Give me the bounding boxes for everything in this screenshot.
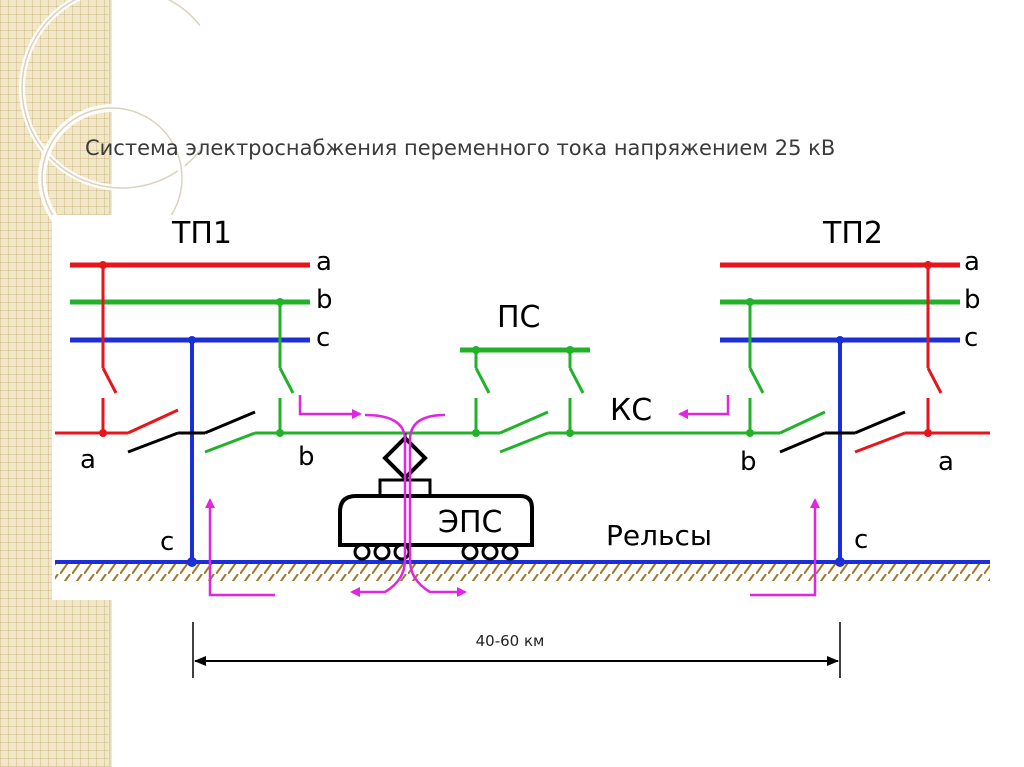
distance-label: 40-60 км — [475, 632, 545, 650]
tp1-buses — [70, 261, 310, 567]
electric-rolling-stock — [338, 433, 534, 561]
sectioning-post — [460, 346, 780, 454]
tp2-rail-c-label: c — [854, 525, 868, 555]
tp1-bus-b-label: b — [316, 285, 333, 315]
eps-label: ЭПС — [438, 505, 502, 540]
tp1-bus-c-label: c — [316, 323, 330, 353]
distance-dimension — [192, 622, 841, 678]
tp2-bus-a-label: a — [964, 247, 980, 277]
tp1-feeder-b-label: b — [298, 442, 315, 472]
tp2-bus-c-label: c — [964, 323, 978, 353]
ks-label: КС — [610, 393, 652, 428]
tp1-rail-c-label: c — [160, 527, 174, 557]
rails-label: Рельсы — [606, 519, 712, 552]
ps-label: ПС — [497, 300, 541, 335]
slide-title: Система электроснабжения переменного ток… — [85, 136, 836, 160]
current-flow-arrows — [205, 395, 820, 597]
tp2-buses — [720, 261, 960, 567]
tp1-bus-a-label: a — [316, 247, 332, 277]
tp1-label: ТП1 — [171, 216, 232, 251]
contact-line-tp1 — [55, 408, 480, 454]
tp2-feeder-a-label: a — [938, 447, 954, 477]
tp2-label: ТП2 — [822, 216, 883, 251]
tp1-feeder-a-label: a — [80, 445, 96, 475]
contact-line-tp2 — [779, 410, 990, 454]
tp2-bus-b-label: b — [964, 285, 981, 315]
tp2-feeder-b-label: b — [740, 447, 757, 477]
